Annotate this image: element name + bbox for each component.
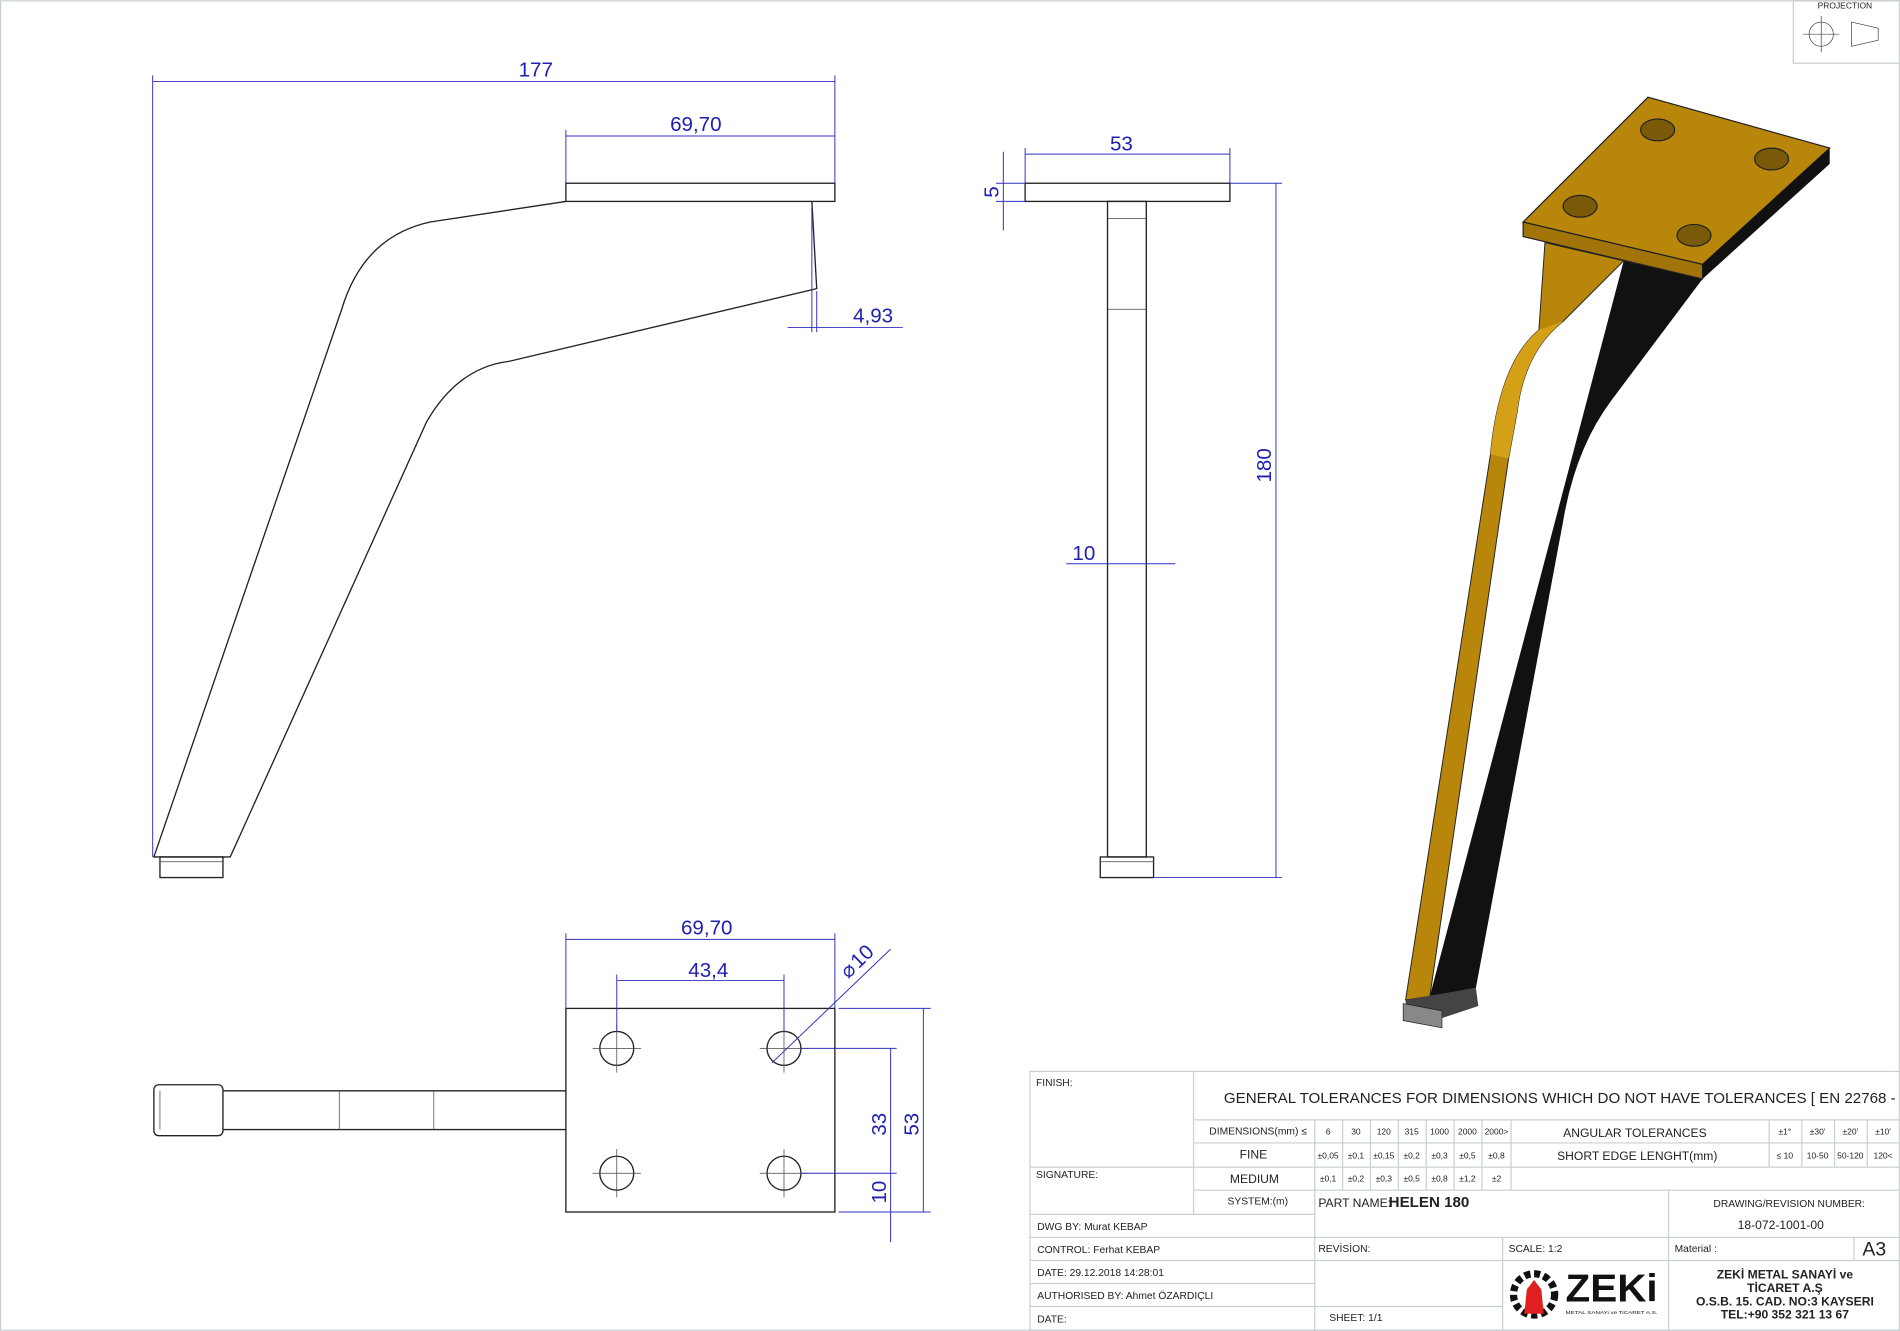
control: CONTROL: Ferhat KEBAP xyxy=(1037,1245,1160,1256)
company-line-1: ZEKİ METAL SANAYİ ve xyxy=(1717,1267,1854,1282)
date-empty: DATE: xyxy=(1037,1314,1067,1325)
part-name-label: PART NAME: xyxy=(1318,1196,1391,1210)
dim-plate-thickness: 5 xyxy=(980,186,1003,197)
tol-cell: ±30' xyxy=(1810,1126,1826,1136)
tol-cell: ±0,1 xyxy=(1348,1151,1365,1161)
dim-offset: 4,93 xyxy=(853,305,893,328)
short-edge-values-row: ≤ 10 10-50 50-120 120< xyxy=(1777,1151,1893,1161)
tol-cell: 120 xyxy=(1377,1126,1391,1136)
isometric-view xyxy=(1402,96,1831,1029)
company-logo: ZEKi METAL SANAYi ve TiCARET A.S. xyxy=(1509,1268,1658,1319)
dim-leg-thickness: 10 xyxy=(1072,542,1095,565)
dimensions-label: DIMENSIONS(mm) ≤ xyxy=(1209,1126,1307,1137)
scale: SCALE: 1:2 xyxy=(1509,1244,1563,1255)
gear-icon xyxy=(1509,1270,1559,1319)
tol-cell: ±0,2 xyxy=(1348,1174,1365,1184)
iso-holes xyxy=(1562,118,1790,247)
company-line-2: TİCARET A.Ş xyxy=(1747,1280,1823,1295)
tol-cell: 315 xyxy=(1405,1126,1419,1136)
dim-hole-edge-offset: 10 xyxy=(868,1181,891,1204)
tol-cell: ±0,3 xyxy=(1431,1151,1448,1161)
logo-subtext: METAL SANAYi ve TiCARET A.S. xyxy=(1566,1310,1658,1316)
tol-cell: ±0,8 xyxy=(1488,1151,1505,1161)
tol-cell: ≤ 10 xyxy=(1777,1151,1794,1161)
tol-cell: ±2 xyxy=(1492,1174,1502,1184)
angular-label: ANGULAR TOLERANCES xyxy=(1563,1126,1707,1140)
tol-cell: 2000 xyxy=(1458,1126,1477,1136)
tolerance-header: GENERAL TOLERANCES FOR DIMENSIONS WHICH … xyxy=(1224,1090,1900,1107)
dim-top-plate-length: 69,70 xyxy=(681,917,733,940)
short-edge-label: SHORT EDGE LENGHT(mm) xyxy=(1557,1149,1717,1163)
medium-values-row: ±0,1 ±0,2 ±0,3 ±0,5 ±0,8 ±1,2 ±2 xyxy=(1320,1174,1502,1184)
tol-cell: 10-50 xyxy=(1807,1151,1829,1161)
tol-cell: 30 xyxy=(1351,1126,1361,1136)
dim-plate-width: 53 xyxy=(1110,133,1133,156)
fine-values-row: ±0,05 ±0,1 ±0,15 ±0,2 ±0,3 ±0,5 ±0,8 xyxy=(1317,1151,1505,1161)
part-name: HELEN 180 xyxy=(1389,1194,1470,1211)
tol-cell: ±1,2 xyxy=(1459,1174,1476,1184)
tol-cell: ±0,1 xyxy=(1320,1174,1337,1184)
projection-cone-icon xyxy=(1851,21,1879,47)
dwg-by: DWG BY: Murat KEBAP xyxy=(1037,1222,1147,1233)
tol-cell: ±0,5 xyxy=(1459,1151,1476,1161)
medium-label: MEDIUM xyxy=(1230,1172,1279,1186)
company-line-3: O.S.B. 15. CAD. NO:3 KAYSERI xyxy=(1696,1294,1874,1308)
tol-cell: ±0,15 xyxy=(1373,1151,1394,1161)
mounting-hole xyxy=(592,1148,642,1198)
tol-cell: ±0,3 xyxy=(1376,1174,1393,1184)
dimension-values-row: 6 30 120 315 1000 2000 2000> xyxy=(1326,1126,1509,1136)
tol-cell: ±20' xyxy=(1842,1126,1858,1136)
drawing-number-label: DRAWING/REVISION NUMBER: xyxy=(1713,1199,1865,1210)
side-view: 53 5 180 10 xyxy=(980,133,1283,879)
date: DATE: 29.12.2018 14:28:01 xyxy=(1037,1268,1164,1279)
sheet: SHEET: 1/1 xyxy=(1329,1313,1382,1324)
logo-text: ZEKi xyxy=(1566,1268,1658,1311)
tol-cell: ±0,5 xyxy=(1403,1174,1420,1184)
title-block: FINISH: SIGNATURE: GENERAL TOLERANCES FO… xyxy=(1029,1070,1900,1331)
tol-cell: 120< xyxy=(1873,1151,1892,1161)
front-view: 177 69,70 4,93 xyxy=(152,59,903,879)
signature-label: SIGNATURE: xyxy=(1036,1170,1098,1181)
tol-cell: 2000> xyxy=(1485,1126,1509,1136)
dim-hole-spacing-x: 43,4 xyxy=(688,959,728,982)
dim-height: 180 xyxy=(1253,448,1276,482)
projection-symbol: PROJECTION xyxy=(1792,0,1900,64)
dim-overall-length: 177 xyxy=(519,59,553,82)
dim-hole-spacing-y: 33 xyxy=(868,1113,891,1136)
revision-label: REVİSİON: xyxy=(1318,1242,1370,1255)
tol-cell: ±10' xyxy=(1875,1126,1891,1136)
system-label: SYSTEM:(m) xyxy=(1227,1197,1288,1208)
tol-cell: ±0,8 xyxy=(1431,1174,1448,1184)
authorised-by: AUTHORISED BY: Ahmet ÖZARDIÇLI xyxy=(1037,1290,1213,1302)
material-label: Material : xyxy=(1675,1244,1717,1255)
fine-label: FINE xyxy=(1240,1148,1268,1162)
tol-cell: 6 xyxy=(1326,1126,1331,1136)
tol-cell: ±0,05 xyxy=(1317,1151,1338,1161)
projection-label: PROJECTION xyxy=(1818,1,1873,11)
finish-label: FINISH: xyxy=(1036,1078,1073,1089)
company-line-4: TEL:+90 352 321 13 67 xyxy=(1721,1308,1850,1322)
drawing-number: 18-072-1001-00 xyxy=(1738,1218,1824,1232)
tol-cell: ±1° xyxy=(1779,1126,1792,1136)
tol-cell: ±0,2 xyxy=(1403,1151,1420,1161)
dim-top-plate-width: 53 xyxy=(900,1113,923,1136)
leg-dark-side xyxy=(1429,260,1703,997)
tol-cell: 50-120 xyxy=(1837,1151,1864,1161)
tol-cell: 1000 xyxy=(1430,1126,1449,1136)
angular-values-row: ±1° ±30' ±20' ±10' xyxy=(1779,1126,1892,1136)
dim-front-plate-length: 69,70 xyxy=(670,113,722,136)
sheet-size: A3 xyxy=(1862,1239,1886,1261)
